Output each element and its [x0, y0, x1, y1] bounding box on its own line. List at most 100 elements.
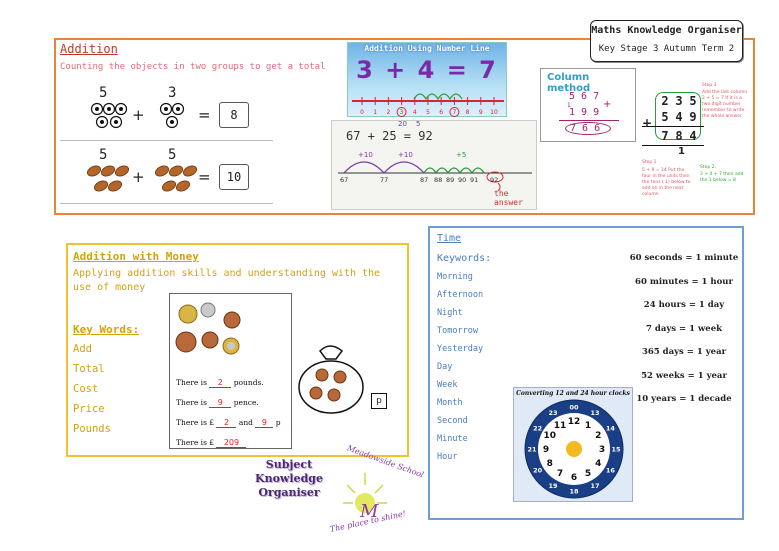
clock-inner-number: 10 — [543, 431, 556, 441]
addition-heading: Addition — [60, 42, 118, 56]
money-keyword: Total — [73, 363, 105, 375]
hand-mark-label: 92 — [490, 176, 499, 184]
clock-inner-number: 3 — [599, 445, 605, 455]
addition-panel: Addition Counting the objects in two gro… — [54, 38, 755, 215]
number-line-tick-label: 8 — [466, 109, 470, 116]
clock-inner-number: 9 — [543, 445, 549, 455]
clock-inner-number: 7 — [557, 469, 563, 479]
number-line-tick-label: 2 — [386, 109, 390, 116]
number-line-tick-label: 1 — [373, 109, 377, 116]
digit: 5 — [661, 110, 669, 124]
time-keyword: Tomorrow — [437, 326, 478, 336]
hand-mark-label: 77 — [380, 176, 389, 184]
clock-outer-number: 22 — [533, 425, 542, 433]
time-fact: 24 hours = 1 day — [643, 300, 725, 310]
number-line-equation: 3 + 4 = 7 — [356, 56, 498, 84]
ws-line-3: There is £ 2 and 9 p — [176, 418, 281, 428]
time-fact: 365 days = 1 year — [641, 347, 727, 357]
row1-plus: + — [132, 106, 145, 124]
money-panel: Addition with Money Applying addition sk… — [66, 243, 409, 457]
number-line-tick-label: 7 — [452, 109, 456, 116]
col-top: 5 6 7 — [569, 91, 600, 102]
clock-inner-number: 4 — [595, 459, 601, 469]
hand-sum: 67 + 25 = 92 — [346, 129, 433, 143]
clock-outer-number: 19 — [548, 482, 558, 490]
digit: 9 — [689, 110, 697, 124]
time-keywords-label: Keywords: — [437, 253, 492, 264]
clock-inner-number: 8 — [547, 459, 553, 469]
the-answer-note: the answer — [494, 189, 523, 207]
ws-line-2: There is 9 pence. — [176, 398, 259, 408]
row2-equals: = — [198, 168, 211, 186]
step1-text: 5 + 9 = 14 Put the four in the units the… — [642, 168, 691, 197]
digit: 3 — [675, 94, 683, 108]
time-keyword: Afternoon — [437, 290, 484, 300]
clock-image: Converting 12 and 24 hour clocks 13 14 15 1… — [513, 387, 633, 502]
hand-number-line-drawing — [338, 161, 532, 192]
meadowside-school-logo: M Meadowside School The place to shine! — [325, 443, 425, 540]
time-fact: 7 days = 1 week — [646, 323, 722, 334]
clock-inner-number: 12 — [568, 417, 581, 427]
col-carry: 1 — [567, 102, 571, 109]
ws-line-4: There is £ 209 — [176, 438, 247, 448]
time-fact: 60 seconds = 1 minute — [629, 253, 739, 263]
clock-outer-number: 13 — [590, 409, 599, 417]
digit: 8 — [675, 129, 683, 143]
money-keyword: Pounds — [73, 423, 111, 435]
rugby-ball-group-icon — [86, 165, 198, 192]
time-heading: Time — [437, 233, 462, 244]
step2-title: Step 2. — [700, 165, 716, 170]
clock-outer-number: 18 — [569, 488, 579, 496]
time-keyword: Hour — [437, 452, 458, 462]
row1-equals: = — [198, 106, 211, 124]
hand-extra-20: 20 — [398, 120, 407, 128]
number-line-title: Addition Using Number Line — [364, 44, 490, 53]
row2-b: 5 — [168, 147, 177, 163]
step1-title: Step 1 — [642, 160, 657, 165]
time-keyword: Second — [437, 416, 468, 426]
clock-inner-number: 11 — [554, 421, 567, 431]
clock-inner-number: 6 — [571, 473, 577, 483]
time-fact: 60 minutes = 1 hour — [635, 276, 733, 287]
jump-3: +5 — [456, 151, 467, 159]
hand-mark-label: 88 — [434, 176, 443, 184]
steps-rule-2 — [642, 145, 704, 146]
clock-title: Converting 12 and 24 hour clocks — [516, 390, 630, 397]
time-keyword: Week — [437, 380, 458, 390]
row1-answer-box: 8 — [219, 102, 249, 128]
clock-outer-number: 14 — [606, 425, 616, 433]
col-plus: + — [603, 99, 612, 110]
number-line-tick-label: 4 — [413, 109, 417, 116]
time-keyword: Night — [437, 308, 463, 318]
divider — [60, 203, 273, 204]
col-result: 7 6 6 — [570, 123, 601, 134]
money-keywords-heading: Key Words: — [73, 323, 140, 336]
ws-line-1: There is 2 pounds. — [176, 378, 264, 388]
column-method-title: Column method — [547, 72, 591, 94]
clock-outer-number: 15 — [611, 446, 621, 454]
time-keyword: Minute — [437, 434, 468, 444]
steps-ring — [655, 92, 701, 140]
jump-2: +10 — [398, 151, 413, 159]
money-description: Applying addition skills and understandi… — [73, 268, 381, 293]
jump-1: +10 — [358, 151, 373, 159]
clock-outer-number: 16 — [606, 467, 616, 475]
time-keyword: Yesterday — [437, 344, 484, 354]
number-line-tick-label: 6 — [439, 109, 443, 116]
number-line-tick-label: 9 — [479, 109, 483, 116]
time-keyword: Day — [437, 362, 453, 372]
number-line-tick-label: 5 — [426, 109, 430, 116]
number-line-tick-label: 10 — [490, 109, 498, 116]
row2-answer-box: 10 — [219, 164, 249, 190]
clock-outer-number: 23 — [548, 409, 557, 417]
time-keyword: Morning — [437, 272, 473, 282]
money-bag-icon — [298, 345, 364, 414]
